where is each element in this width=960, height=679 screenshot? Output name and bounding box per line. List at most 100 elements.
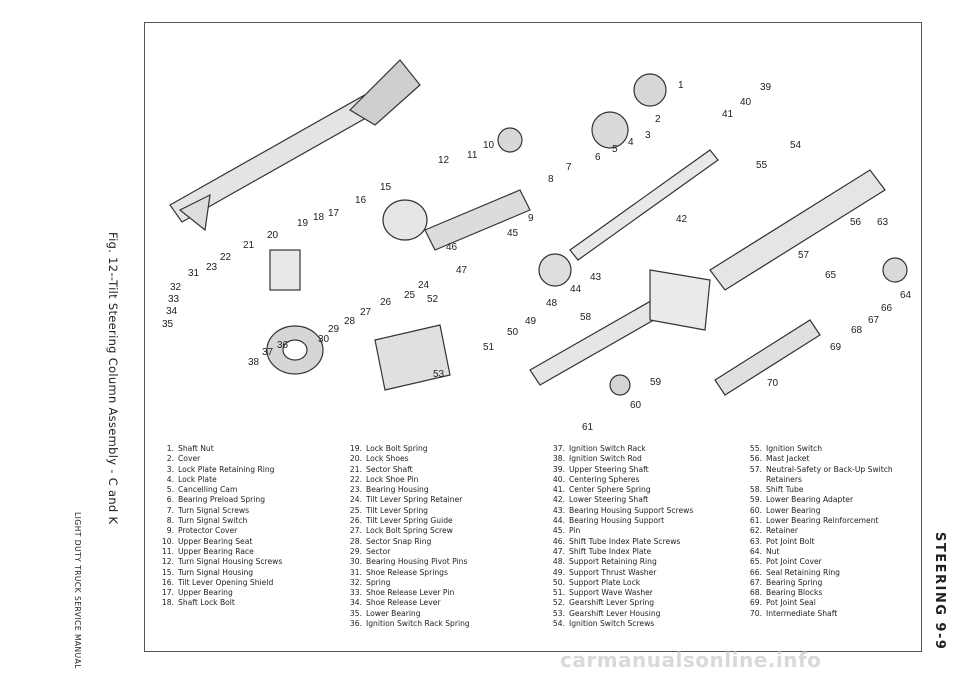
legend-item: 41.Center Sphere Spring [552,485,651,495]
callout-28: 28 [344,316,356,327]
legend-item: 34.Shoe Release Lever [349,598,441,608]
legend-item: 9.Protector Cover [166,526,238,536]
legend-item: 29.Sector [349,546,391,556]
callout-29: 29 [328,324,340,335]
callout-67: 67 [868,315,880,326]
legend-item: 28.Sector Snap Ring [349,536,432,546]
callout-70: 70 [767,378,779,389]
callout-41: 41 [722,109,734,120]
callout-12: 12 [438,155,450,166]
legend-item: 67.Bearing Spring [749,577,823,587]
legend-item: 23.Bearing Housing [349,485,429,495]
lock-shoe-shape [269,249,301,291]
legend-item: 2.Cover [166,454,201,464]
legend-item: 38.Ignition Switch Rod [552,454,642,464]
callout-7: 7 [566,162,572,173]
legend-item: 60.Lower Bearing [749,505,821,515]
protector-cover-shape [424,189,531,251]
callout-21: 21 [243,240,255,251]
callout-25: 25 [404,290,416,301]
legend-item: 66.Seal Retaining Ring [749,567,841,577]
legend-item: 32.Spring [349,577,391,587]
callout-24: 24 [418,280,430,291]
legend-item: 61.Lower Bearing Reinforcement [749,516,879,526]
legend-item: 26.Tilt Lever Spring Guide [349,516,453,526]
legend-item: 1.Shaft Nut [166,444,214,453]
legend-item: 47.Shift Tube Index Plate [552,546,652,556]
legend-item: 63.Pot Joint Bolt [749,536,815,546]
callout-22: 22 [220,252,232,263]
bearing-housing-support-shape [538,253,572,287]
legend-item: 36.Ignition Switch Rack Spring [349,619,470,629]
legend-item: 48.Support Retaining Ring [552,557,657,567]
callout-54: 54 [790,140,802,151]
callout-49: 49 [525,316,537,327]
callout-17: 17 [328,208,340,219]
callout-44: 44 [570,284,582,295]
cover-shape [633,73,667,107]
callout-40: 40 [740,97,752,108]
callout-69: 69 [830,342,842,353]
legend-item: 57.Neutral-Safety or Back-Up Switch Reta… [749,464,893,484]
callout-64: 64 [900,290,912,301]
legend-item: 21.Sector Shaft [349,464,413,474]
callout-6: 6 [595,152,601,163]
callout-23: 23 [206,262,218,273]
legend-item: 62.Retainer [749,526,798,536]
legend-item: 33.Shoe Release Lever Pin [349,588,455,598]
legend-item: 64.Nut [749,546,780,556]
figure-caption: Fig. 12--Tilt Steering Column Assembly -… [106,232,120,525]
legend-column-4: 55.Ignition Switch 56.Mast Jacket 57.Neu… [738,444,916,619]
callout-65: 65 [825,270,837,281]
turn-signal-housing-shape [382,199,428,241]
callout-42: 42 [676,214,688,225]
callout-26: 26 [380,297,392,308]
legend-item: 52.Gearshift Lever Spring [552,598,655,608]
callout-56: 56 [850,217,862,228]
callout-18: 18 [313,212,325,223]
support-plate-shape [649,269,711,331]
callout-30: 30 [318,334,330,345]
legend-item: 49.Support Thrust Washer [552,567,657,577]
legend-item: 65.Pot Joint Cover [749,557,822,567]
legend-item: 4.Lock Plate [166,474,217,484]
legend-item: 27.Lock Bolt Spring Screw [349,526,453,536]
callout-50: 50 [507,327,519,338]
section-header: STEERING 9-9 [932,532,947,651]
callout-4: 4 [628,137,634,148]
callout-9: 9 [528,213,534,224]
callout-2: 2 [655,114,661,125]
legend-item: 35.Lower Bearing [349,608,421,618]
callout-68: 68 [851,325,863,336]
callout-43: 43 [590,272,602,283]
legend-item: 70.Intermediate Shaft [749,608,838,618]
legend-item: 42.Lower Steering Shaft [552,495,649,505]
legend-item: 69.Pot Joint Seal [749,598,816,608]
legend-column-2: 19.Lock Bolt Spring 20.Lock Shoes 21.Sec… [338,444,538,629]
callout-1: 1 [678,80,684,91]
callout-11: 11 [467,150,478,161]
callout-53: 53 [433,369,445,380]
callout-52: 52 [427,294,439,305]
legend-item: 12.Turn Signal Housing Screws [161,557,283,567]
legend-item: 25.Tilt Lever Spring [349,505,428,515]
legend-item: 18.Shaft Lock Bolt [161,598,235,608]
upper-housing-shape [349,59,421,126]
legend-item: 17.Upper Bearing [161,588,233,598]
legend-item: 15.Turn Signal Housing [161,567,254,577]
lower-mast-jacket-shape [709,169,886,291]
legend-item: 45.Pin [552,526,581,536]
callout-38: 38 [248,357,260,368]
callout-58: 58 [580,312,592,323]
callout-32: 32 [170,282,182,293]
legend-item: 56.Mast Jacket [749,454,810,464]
lower-bearing-shape [609,374,631,396]
legend-item: 7.Turn Signal Screws [166,505,250,515]
callout-15: 15 [380,182,392,193]
legend-item: 43.Bearing Housing Support Screws [552,505,694,515]
callout-66: 66 [881,303,893,314]
legend-item: 68.Bearing Blocks [749,588,823,598]
legend-item: 11.Upper Bearing Race [161,546,254,556]
legend-column-1: 1.Shaft Nut 2.Cover 3.Lock Plate Retaini… [150,444,330,609]
legend-item: 55.Ignition Switch [749,444,823,453]
